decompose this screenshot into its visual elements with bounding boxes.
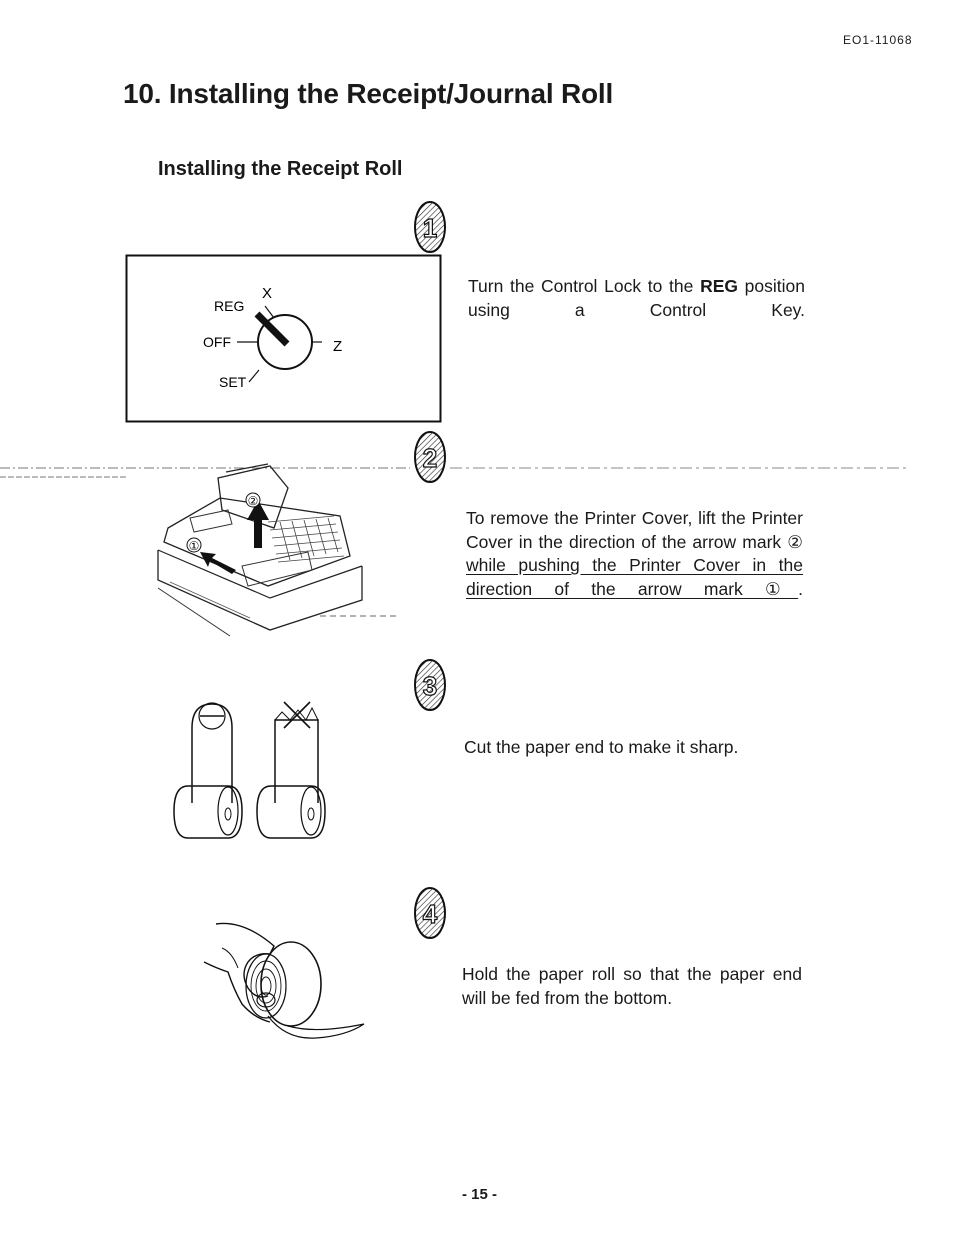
cash-register-illustration: ② ①	[157, 463, 400, 637]
step-4-text: Hold the paper roll so that the paper en…	[462, 964, 802, 1008]
step-2-number: 2	[423, 443, 437, 473]
page-title: 10. Installing the Receipt/Journal Roll	[123, 78, 614, 109]
dial-label-off: OFF	[203, 334, 231, 350]
step-1-text: Turn the Control Lock to the REG positio…	[468, 275, 805, 322]
dial-label-x: X	[262, 285, 272, 302]
dial-label-set: SET	[219, 374, 247, 390]
step-2-badge: 2	[414, 431, 446, 483]
step-1-text-post: position using a Control Key.	[468, 276, 805, 320]
step-1-text-pre: Turn the Control Lock to the	[468, 276, 701, 296]
step-2-text-end: .	[798, 578, 803, 599]
callout-2: ②	[248, 494, 259, 508]
step-1-badge: 1	[414, 201, 446, 253]
control-key-pointer	[254, 311, 290, 347]
step-1-number: 1	[423, 213, 437, 243]
page-number: - 15 -	[462, 1186, 498, 1203]
step-2-text: To remove the Printer Cover, lift the Pr…	[466, 507, 803, 601]
control-lock-diagram: X REG OFF Z SET	[125, 254, 442, 423]
arrow-left	[200, 552, 236, 574]
step-2-text-underlined: while pushing the Printer Cover in the d…	[466, 555, 803, 599]
dial-label-z: Z	[333, 338, 342, 355]
dial-label-reg: REG	[214, 298, 244, 314]
step-2-text-plain: To remove the Printer Cover, lift the Pr…	[466, 508, 803, 552]
step-1-text-bold: REG	[700, 276, 738, 296]
callout-1: ①	[189, 539, 200, 553]
step-3-badge: 3	[414, 659, 446, 711]
step-4-badge: 4	[414, 887, 446, 939]
document-id: EO1-11068	[843, 33, 913, 47]
step-3-text: Cut the paper end to make it sharp.	[464, 737, 739, 757]
arrow-up	[247, 500, 269, 548]
section-title: Installing the Receipt Roll	[158, 158, 403, 180]
step-3-number: 3	[423, 671, 437, 701]
step-4-number: 4	[423, 899, 438, 929]
hand-holding-roll-illustration	[203, 922, 365, 1039]
divider-dashes	[0, 467, 910, 478]
paper-roll-cut-illustration	[173, 701, 326, 839]
